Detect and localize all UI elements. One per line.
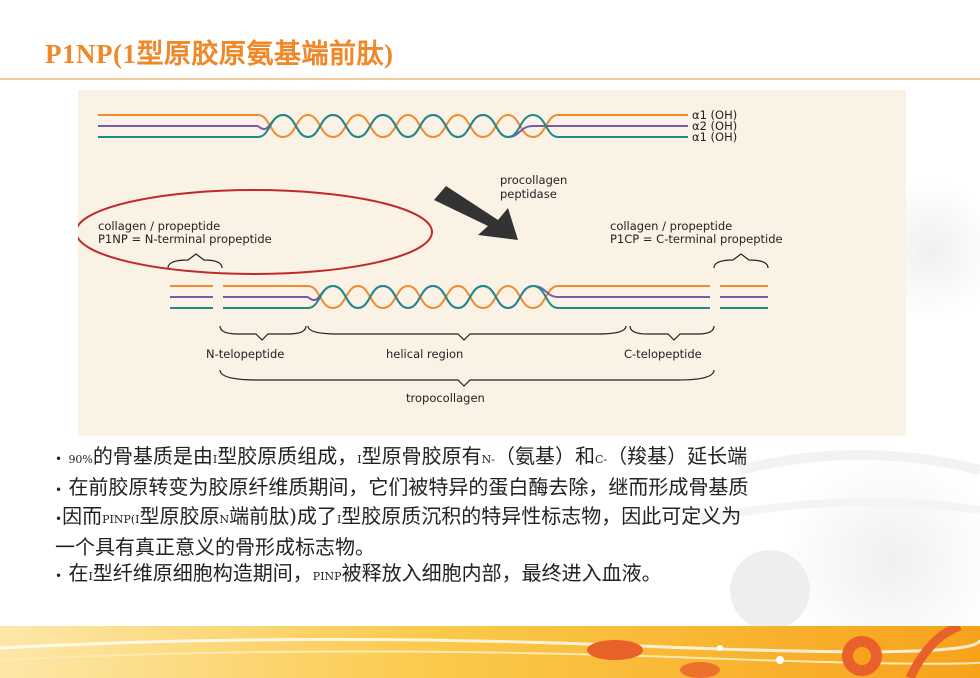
bullet-list: • 90%的骨基质是由I型胶原质组成，I型原骨胶原有N-（氨基）和C-（羧基）延… xyxy=(55,443,955,591)
bullet-3-part: 端前肽) xyxy=(229,504,297,528)
bullet-4: • 在I型纤维原细胞构造期间，PINP被释放入细胞内部，最终进入血液。 xyxy=(55,560,955,591)
left-label-line2: P1NP = N-terminal propeptide xyxy=(98,232,272,246)
bullet-2: • 在前胶原转变为胶原纤维质期间，它们被特异的蛋白酶去除，继而形成骨基质 xyxy=(55,474,955,504)
n-telopeptide-label: N-telopeptide xyxy=(206,347,284,361)
bullet-1-part: （羧基）延长端 xyxy=(607,444,748,468)
bullet-1-part: 型胶原质组成， xyxy=(217,444,358,468)
process-arrow xyxy=(434,186,518,240)
bullet-4-part: 在 xyxy=(68,561,89,585)
bullet-3-part: PINP(I xyxy=(102,513,140,526)
bullet-1-part: （氨基）和 xyxy=(494,444,595,468)
bullet-marker: • xyxy=(55,512,63,526)
bullet-1-part: I xyxy=(212,453,218,466)
bullet-3-part: 型胶原质沉积的特异性标志物，因此可定义为 xyxy=(341,504,742,528)
bullet-3-part: N xyxy=(219,513,230,526)
chain-label-3: α1 (OH) xyxy=(692,130,737,144)
bullet-1-part: C- xyxy=(594,453,608,466)
bullet-3: •因而PINP(I型原胶原N端前肽)成了I型胶原质沉积的特异性标志物，因此可定义… xyxy=(55,503,955,534)
bullet-4-part: PINP xyxy=(312,570,342,583)
collagen-diagram-svg: α1 (OH) α2 (OH) α1 (OH) procollagen pept… xyxy=(78,108,783,405)
footer-decoration xyxy=(0,626,980,678)
left-label-line1: collagen / propeptide xyxy=(98,219,220,233)
bullet-3-part: 型原胶原 xyxy=(139,504,220,528)
bullet-1: • 90%的骨基质是由I型胶原质组成，I型原骨胶原有N-（氨基）和C-（羧基）延… xyxy=(55,443,955,474)
right-label-line1: collagen / propeptide xyxy=(610,219,732,233)
helical-brace xyxy=(307,325,627,341)
title-underline xyxy=(0,78,980,80)
bullet-4-part: I xyxy=(88,570,93,583)
helical-region-label: helical region xyxy=(386,347,463,361)
tropocollagen-strands xyxy=(170,284,768,310)
bullet-1-part: 型原骨胶原有 xyxy=(361,444,482,468)
bullet-1-part: 的骨基质是由 xyxy=(92,444,213,468)
c-telo-brace xyxy=(629,325,715,341)
enzyme-label-line2: peptidase xyxy=(500,187,557,201)
c-telopeptide-label: C-telopeptide xyxy=(624,347,702,361)
bullet-1-part: N- xyxy=(481,453,495,466)
bullet-1-part: I xyxy=(357,453,362,466)
bullet-4-part: 被释放入细胞内部，最终进入血液。 xyxy=(341,561,662,585)
bullet-3-part: 因而 xyxy=(62,504,103,528)
bullet-3-part: 成了 xyxy=(296,504,337,528)
tropocollagen-label: tropocollagen xyxy=(406,391,485,405)
procollagen-strands xyxy=(98,113,688,139)
highlight-circle xyxy=(78,189,433,275)
bullet-marker: • xyxy=(55,569,63,583)
bullet-2-text: 在前胶原转变为胶原纤维质期间，它们被特异的蛋白酶去除，继而形成骨基质 xyxy=(68,474,749,499)
right-label-line2: P1CP = C-terminal propeptide xyxy=(610,232,783,246)
tropocollagen-brace xyxy=(219,369,715,387)
n-telo-brace xyxy=(219,325,307,341)
collagen-diagram: α1 (OH) α2 (OH) α1 (OH) procollagen pept… xyxy=(78,90,906,436)
bullet-4-part: 型纤维原细胞构造期间， xyxy=(92,561,313,585)
slide-title: P1NP(1型原胶原氨基端前肽) xyxy=(45,39,394,69)
chain-label-1: α1 (OH) xyxy=(692,108,737,122)
bullet-1-part: 90% xyxy=(68,453,93,466)
enzyme-label-line1: procollagen xyxy=(500,173,567,187)
left-propeptide-brace xyxy=(167,253,223,269)
right-propeptide-brace xyxy=(713,253,769,269)
bullet-marker: • xyxy=(55,482,63,497)
chain-label-2: α2 (OH) xyxy=(692,119,737,133)
bullet-marker: • xyxy=(55,452,63,466)
bullet-3-continued: 一个具有真正意义的骨形成标志物。 xyxy=(55,534,375,559)
bullet-3-part: I xyxy=(336,513,342,526)
